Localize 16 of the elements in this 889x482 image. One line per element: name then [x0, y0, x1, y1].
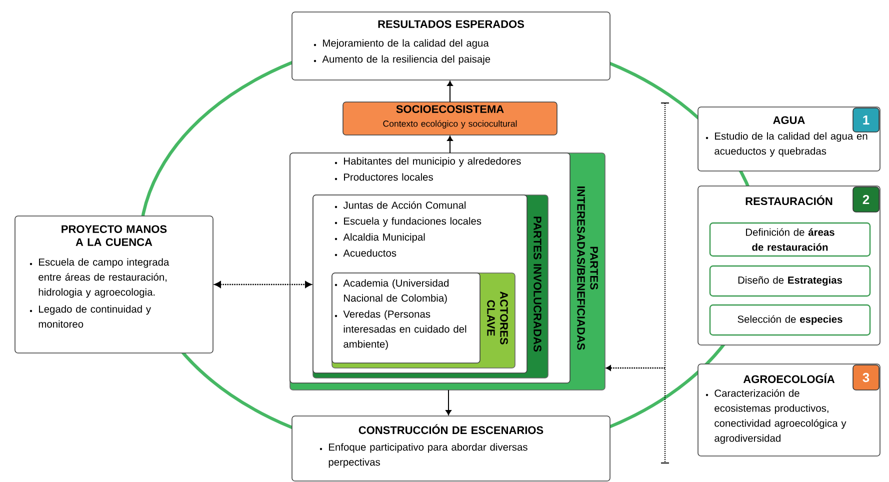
connector-arrow	[446, 390, 452, 416]
step-box: Definición de áreas de restauración	[709, 222, 871, 257]
connector-arrow	[606, 365, 665, 371]
step-box: Selección de especies	[709, 304, 871, 336]
step-box: Diseño de Estrategias	[709, 265, 871, 297]
outcome-box: RESULTADOS ESPERADOS Mejoramiento de la calidad del agua Aumento de la resiliencia del paisaje	[292, 12, 610, 80]
outcome-box: CONSTRUCCIÓN DE ESCENARIOS Enfoque participativo para abordar diversas perpectivas	[292, 416, 610, 482]
project-box: PROYECTO MANOS A LA CUENCA Escuela de campo integrada entre áreas de restauración, hidrologia y agroecologia. Legado de continuidad y monitoreo	[14, 216, 214, 354]
number-badge: 1	[852, 108, 880, 132]
number-badge: 2	[852, 186, 880, 212]
connector-arrow	[214, 281, 312, 288]
stakeholder-panel: ACTORES CLAVE Academia (Universidad Nacional de Colombia) Veredas (Personas interesadas en cuidado del ambiente)	[332, 272, 516, 368]
number-badge: 3	[852, 364, 880, 390]
connector-arrow	[447, 136, 453, 154]
context-box: SOCIOECOSISTEMA Contexto ecológico y sociocultural	[342, 102, 558, 136]
connector-arrow	[447, 80, 453, 102]
